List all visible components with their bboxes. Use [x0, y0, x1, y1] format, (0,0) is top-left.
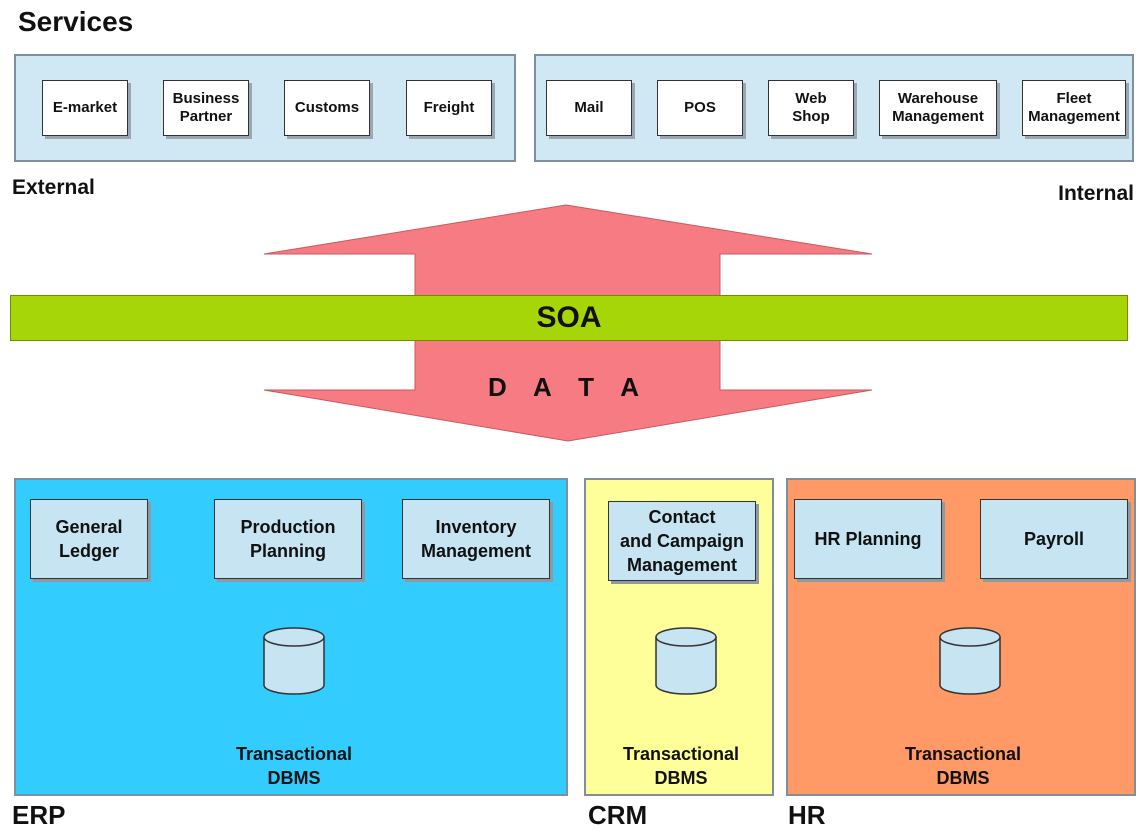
external-label: External: [12, 176, 95, 199]
database-icon: [939, 627, 1001, 695]
crm-module-contact-campaign[interactable]: Contact and Campaign Management: [608, 501, 756, 581]
service-pos[interactable]: POS: [657, 80, 743, 136]
erp-dbms-label: Transactional DBMS: [235, 744, 353, 788]
erp-module-general-ledger[interactable]: General Ledger: [30, 499, 148, 579]
services-title: Services: [18, 6, 134, 37]
hr-label: HR: [788, 800, 826, 830]
internal-services-panel: Mail POS Web Shop Warehouse Management F…: [534, 54, 1134, 162]
service-business-partner[interactable]: Business Partner: [163, 80, 249, 136]
service-warehouse-management[interactable]: Warehouse Management: [879, 80, 997, 136]
erp-panel: General Ledger Production Planning Inven…: [14, 478, 568, 796]
hr-dbms-label: Transactional DBMS: [904, 744, 1022, 788]
service-customs[interactable]: Customs: [284, 80, 370, 136]
internal-label: Internal: [1058, 182, 1134, 205]
erp-module-inventory-management[interactable]: Inventory Management: [402, 499, 550, 579]
service-fleet-management[interactable]: Fleet Management: [1022, 80, 1126, 136]
service-e-market[interactable]: E-market: [42, 80, 128, 136]
hr-panel: HR Planning Payroll Transactional DBMS: [786, 478, 1136, 796]
crm-label: CRM: [588, 800, 648, 830]
database-icon: [655, 627, 717, 695]
crm-panel: Contact and Campaign Management Transact…: [584, 478, 774, 796]
service-mail[interactable]: Mail: [546, 80, 632, 136]
database-icon: [263, 627, 325, 695]
data-label: D A T A: [488, 372, 649, 402]
soa-bar: SOA: [10, 295, 1128, 341]
erp-label: ERP: [12, 800, 66, 830]
hr-module-payroll[interactable]: Payroll: [980, 499, 1128, 579]
service-web-shop[interactable]: Web Shop: [768, 80, 854, 136]
soa-label: SOA: [536, 301, 602, 334]
hr-module-hr-planning[interactable]: HR Planning: [794, 499, 942, 579]
service-freight[interactable]: Freight: [406, 80, 492, 136]
external-services-panel: E-market Business Partner Customs Freigh…: [14, 54, 516, 162]
crm-dbms-label: Transactional DBMS: [622, 744, 740, 788]
erp-module-production-planning[interactable]: Production Planning: [214, 499, 362, 579]
